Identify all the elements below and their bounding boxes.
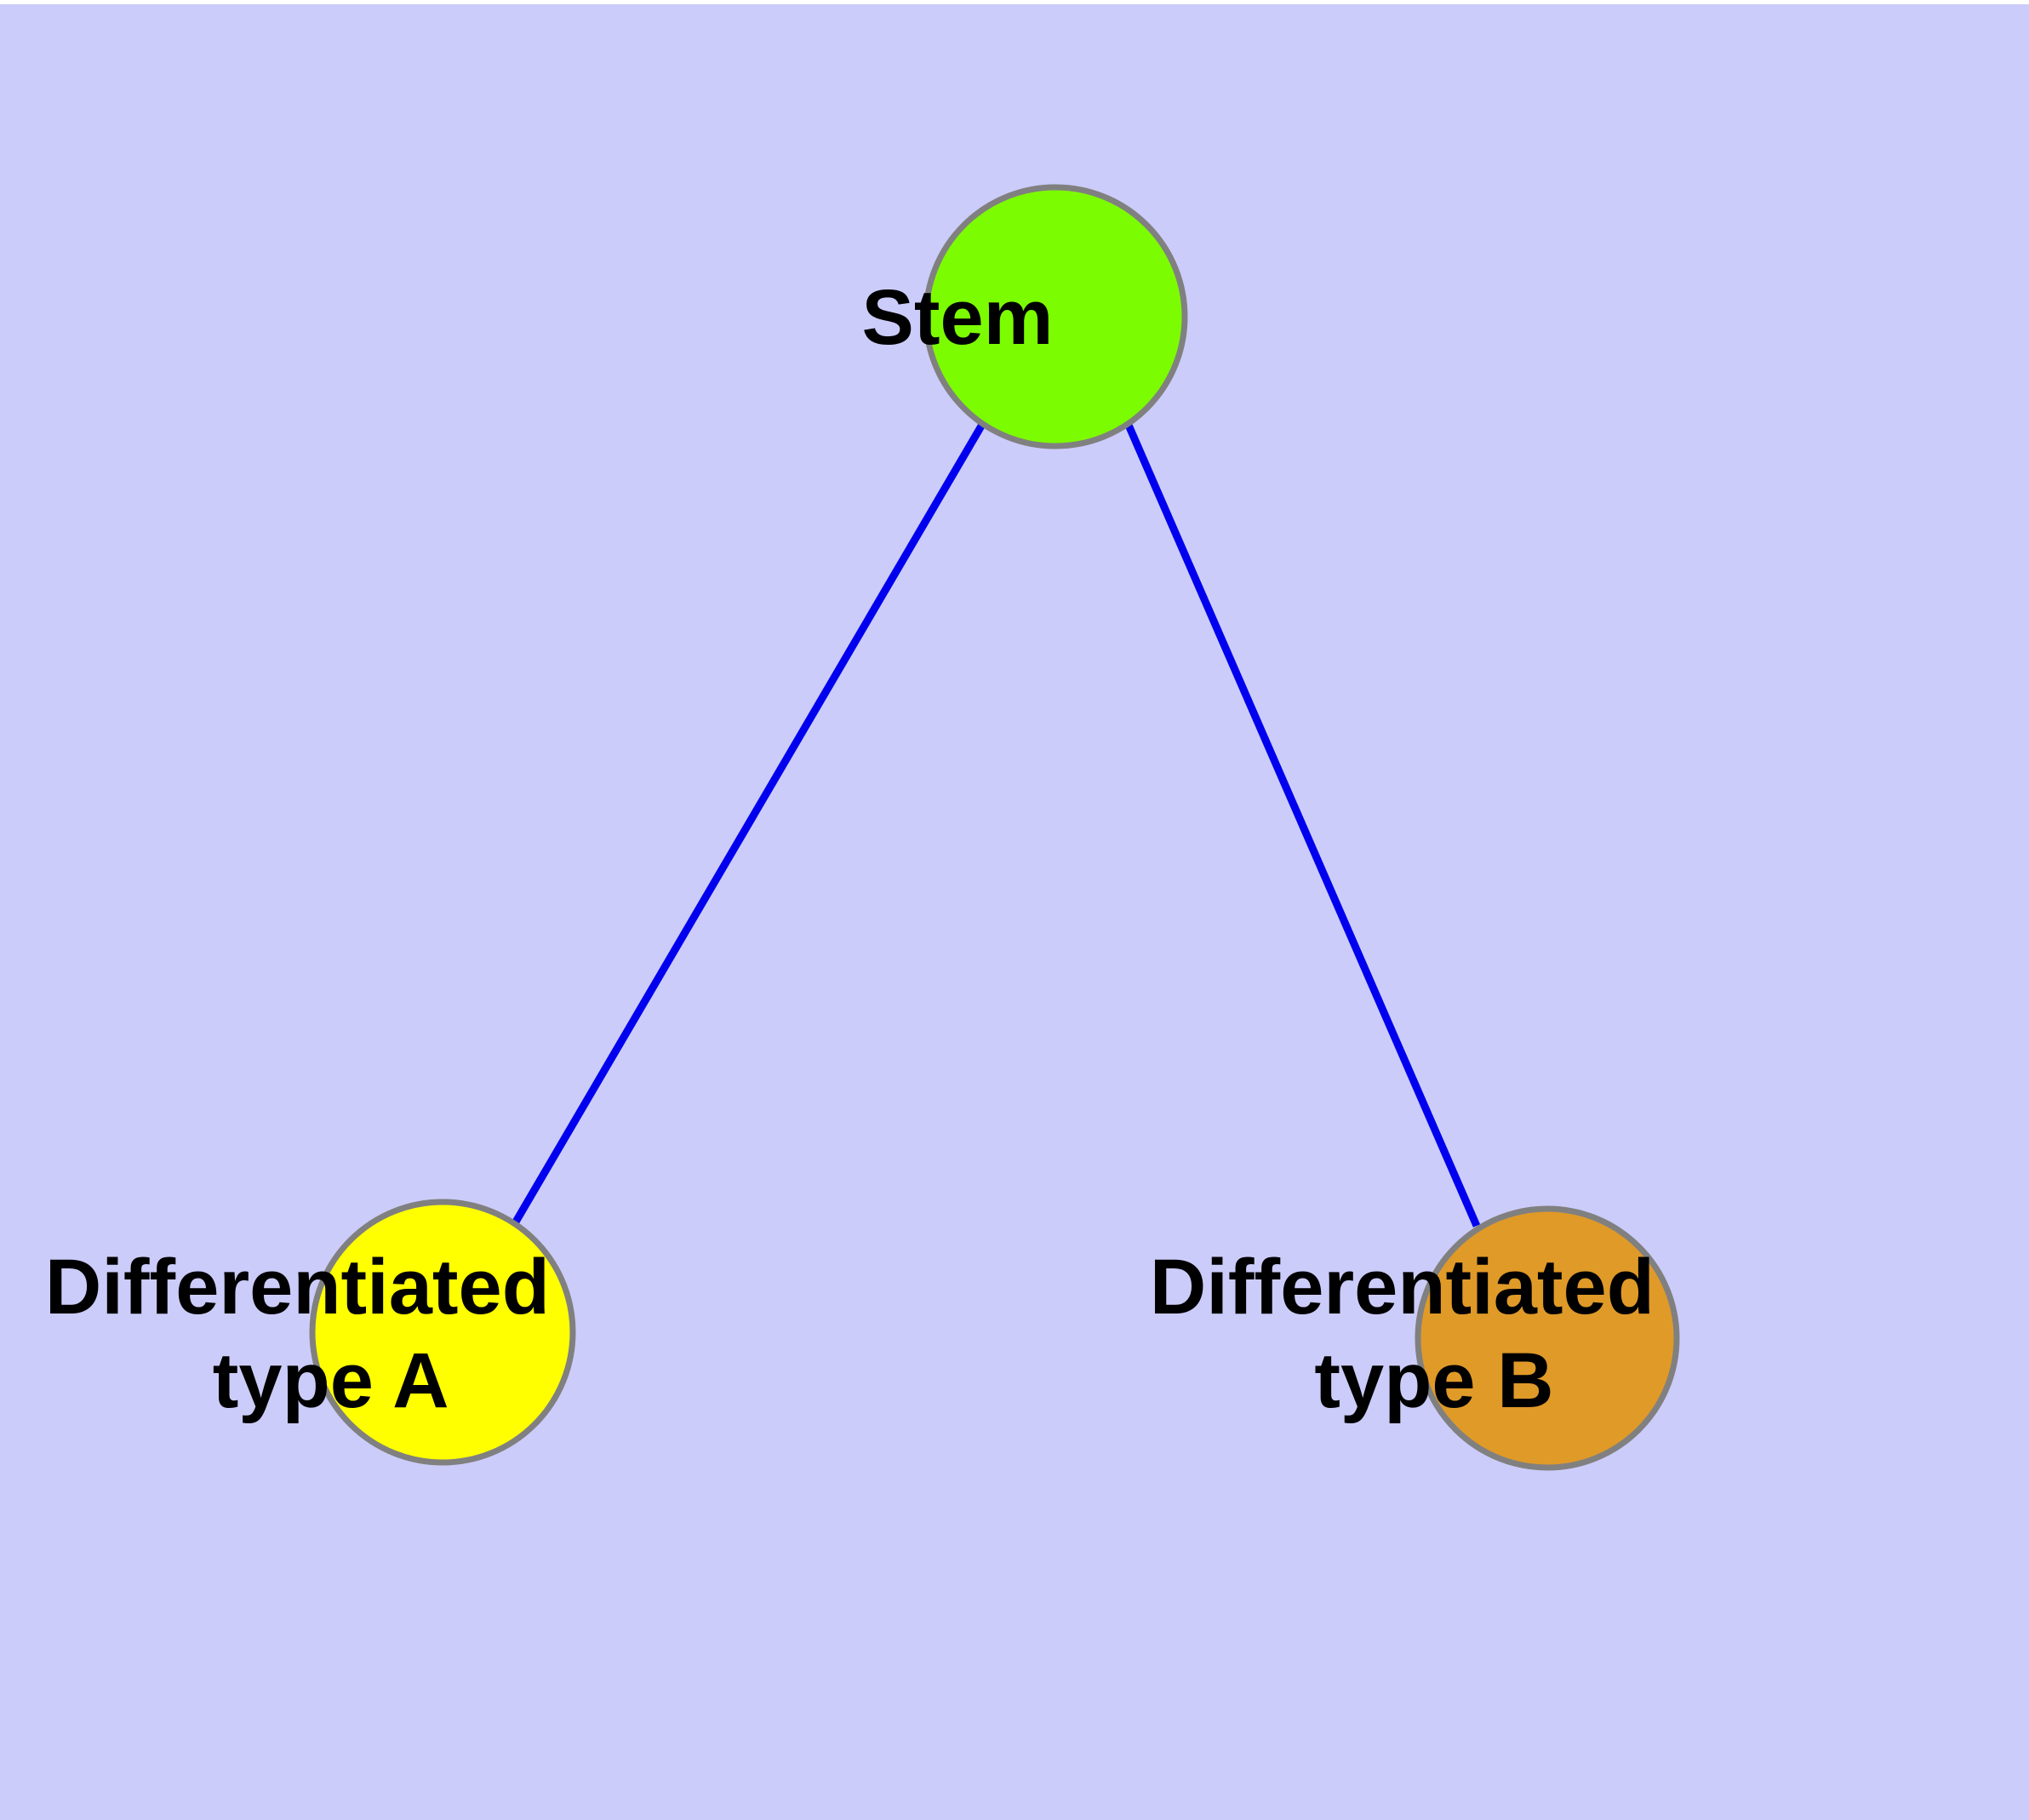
node-differentiated-type-b-label: Differentiated type B [1150, 1244, 1894, 1424]
edge-stem-to-differentiated-type-b[interactable] [1123, 421, 1481, 1228]
edge-stem-to-differentiated-type-a[interactable] [512, 421, 986, 1226]
node-differentiated-type-b[interactable]: Differentiated type B [1150, 1205, 1894, 1471]
node-differentiated-type-b-label-line-2: type B [1314, 1337, 1553, 1424]
node-stem-label-line-1: Stem [861, 274, 1053, 361]
node-stem-circle[interactable] [923, 184, 1188, 449]
node-differentiated-type-a-label: Differentiated type A [45, 1244, 789, 1424]
node-differentiated-type-b-circle[interactable] [1415, 1205, 1680, 1471]
node-stem[interactable]: Stem [861, 184, 1249, 449]
node-differentiated-type-a-label-line-1: Differentiated [45, 1244, 550, 1331]
edges-layer [512, 421, 1481, 1228]
nodes-layer: Stem Differentiated type A Differentiate… [45, 184, 1894, 1471]
node-differentiated-type-b-label-line-1: Differentiated [1150, 1244, 1655, 1331]
node-differentiated-type-a[interactable]: Differentiated type A [45, 1199, 789, 1466]
node-stem-label: Stem [861, 274, 1249, 361]
node-differentiated-type-a-label-line-2: type A [213, 1337, 448, 1424]
node-differentiated-type-a-circle[interactable] [309, 1199, 576, 1466]
